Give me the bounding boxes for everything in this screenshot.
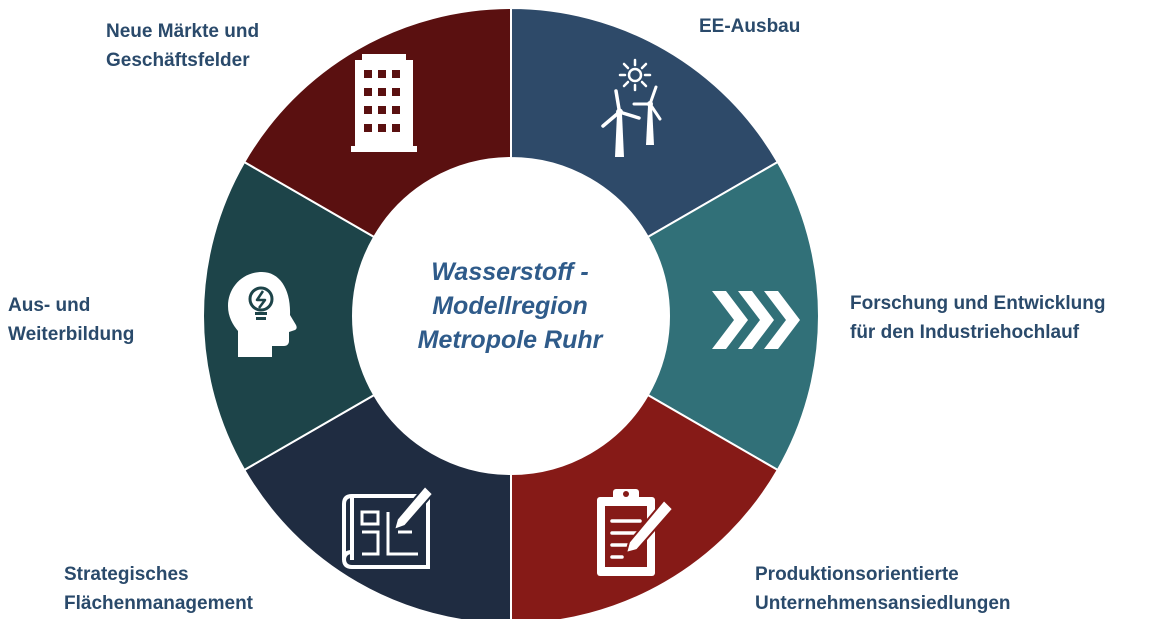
wind-turbine-sun-icon (601, 58, 662, 157)
label-bildung-line-2: Weiterbildung (8, 324, 135, 345)
label-produktion-line-1: Produktionsorientierte (755, 564, 959, 585)
segment-flaechen (242, 393, 512, 619)
office-building-icon (351, 54, 417, 152)
segment-ee-ausbau (510, 6, 780, 239)
label-ee-ausbau-line-1: EE-Ausbau (699, 16, 801, 37)
label-flaechen: Strategisches Flächenmanagement (64, 560, 253, 618)
label-bildung: Aus- und Weiterbildung (8, 291, 134, 349)
label-flaechen-line-1: Strategisches (64, 564, 189, 585)
blueprint-pencil-icon (342, 484, 435, 569)
center-title: Wasserstoff - Modellregion Metropole Ruh… (400, 255, 620, 357)
label-ee-ausbau: EE-Ausbau (699, 12, 800, 41)
head-lightbulb-icon (228, 272, 297, 357)
label-forschung-line-2: für den Industriehochlauf (850, 322, 1080, 343)
label-forschung-line-1: Forschung und Entwicklung (850, 293, 1106, 314)
label-produktion: Produktionsorientierte Unternehmensansie… (755, 560, 1011, 618)
label-bildung-line-1: Aus- und (8, 295, 91, 316)
label-forschung: Forschung und Entwicklung für den Indust… (850, 289, 1105, 347)
clipboard-pencil-icon (597, 489, 675, 576)
label-maerkte-line-1: Neue Märkte und (106, 21, 260, 42)
label-maerkte-line-2: Geschäftsfelder (106, 50, 250, 71)
center-title-line-1: Wasserstoff - (431, 258, 589, 286)
label-maerkte: Neue Märkte und Geschäftsfelder (106, 17, 259, 75)
center-title-line-3: Metropole Ruhr (417, 326, 603, 354)
label-flaechen-line-2: Flächenmanagement (64, 593, 253, 614)
label-produktion-line-2: Unternehmensansiedlungen (755, 593, 1011, 614)
center-title-line-2: Modellregion (432, 292, 588, 320)
chevrons-right-icon (712, 291, 800, 349)
